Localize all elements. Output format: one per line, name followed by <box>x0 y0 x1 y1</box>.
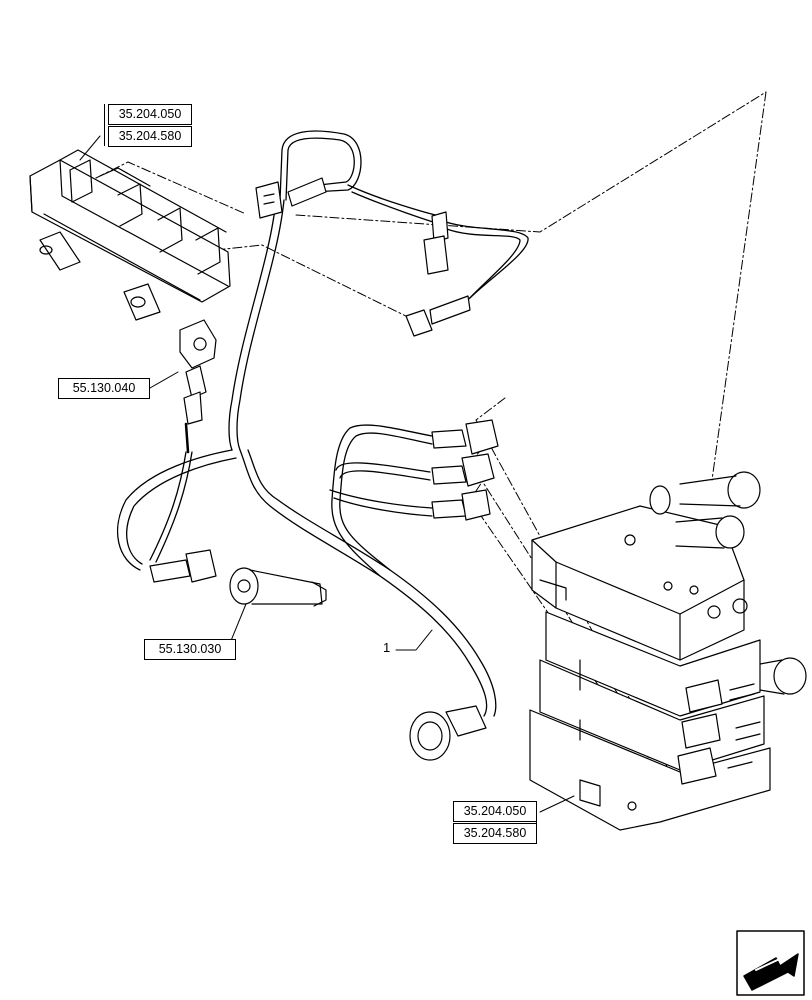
ref-sensor-040[interactable]: 55.130.040 <box>58 378 150 399</box>
ref-valve-lower-050[interactable]: 35.204.050 <box>453 801 537 822</box>
ref-valve-upper-580[interactable]: 35.204.580 <box>108 126 192 147</box>
arrow-next-page-icon[interactable] <box>736 930 805 996</box>
control-valve-block <box>529 471 807 831</box>
item-number-harness: 1 <box>383 640 391 655</box>
upper-valve-unit <box>29 149 231 321</box>
reference-bracket <box>104 104 105 146</box>
callout-lines <box>79 135 575 813</box>
reference-bracket <box>536 801 537 843</box>
ref-valve-lower-580[interactable]: 35.204.580 <box>453 823 537 844</box>
position-sensor <box>179 319 217 454</box>
ref-sensor-030[interactable]: 55.130.030 <box>144 639 236 660</box>
ref-valve-upper-050[interactable]: 35.204.050 <box>108 104 192 125</box>
harness-connectors <box>149 177 499 761</box>
